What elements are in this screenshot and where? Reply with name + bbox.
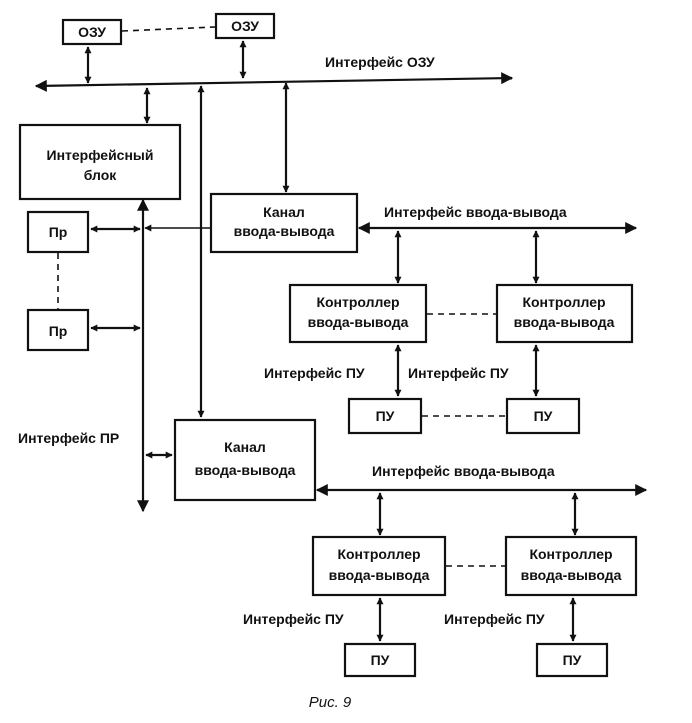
interface-block-line2: блок bbox=[84, 167, 118, 183]
controller-box-3 bbox=[311, 535, 447, 597]
interface-block bbox=[18, 123, 182, 201]
channel2-line2: ввода-вывода bbox=[195, 462, 296, 478]
io-bus-1-label: Интерфейс ввода-вывода bbox=[384, 204, 567, 220]
device-box-4 bbox=[535, 642, 609, 678]
processor-label-1: Пр bbox=[49, 224, 68, 240]
controller4-line2: ввода-вывода bbox=[521, 567, 622, 583]
controller-box-2 bbox=[495, 283, 634, 344]
processor-label-2: Пр bbox=[49, 323, 68, 339]
controller2-line1: Контроллер bbox=[522, 294, 605, 310]
ozu-box-2 bbox=[214, 12, 276, 40]
ozu-label-2: ОЗУ bbox=[231, 18, 259, 34]
device-label-2: ПУ bbox=[534, 408, 553, 424]
device-label-3: ПУ bbox=[371, 652, 390, 668]
controller1-line1: Контроллер bbox=[316, 294, 399, 310]
pu-interface-label-2: Интерфейс ПУ bbox=[408, 365, 509, 381]
ozu-bus-label: Интерфейс ОЗУ bbox=[325, 54, 435, 70]
interface-block-line1: Интерфейсный bbox=[47, 147, 154, 163]
controller3-line2: ввода-вывода bbox=[329, 567, 430, 583]
controller-box-4 bbox=[504, 535, 638, 597]
pu-interface-label-4: Интерфейс ПУ bbox=[444, 611, 545, 627]
pr-interface-label: Интерфейс ПР bbox=[18, 430, 119, 446]
channel1-line2: ввода-вывода bbox=[234, 223, 335, 239]
ozu-dashed-link bbox=[121, 26, 216, 32]
device-box-2 bbox=[505, 397, 581, 435]
controller3-line1: Контроллер bbox=[337, 546, 420, 562]
ozu-bus bbox=[34, 72, 514, 92]
ozu-label-1: ОЗУ bbox=[78, 24, 106, 40]
controller-box-1 bbox=[288, 283, 428, 344]
channel-box-1 bbox=[209, 192, 359, 254]
pu-interface-label-3: Интерфейс ПУ bbox=[243, 611, 344, 627]
channel-box-2 bbox=[173, 418, 317, 502]
device-label-4: ПУ bbox=[563, 652, 582, 668]
figure-caption: Рис. 9 bbox=[309, 694, 352, 711]
pu-interface-label-1: Интерфейс ПУ bbox=[264, 365, 365, 381]
controller4-line1: Контроллер bbox=[529, 546, 612, 562]
device-label-1: ПУ bbox=[376, 408, 395, 424]
processor-box-1 bbox=[26, 210, 90, 254]
processor-box-2 bbox=[26, 308, 90, 352]
io-bus-2-label: Интерфейс ввода-вывода bbox=[372, 463, 555, 479]
device-box-3 bbox=[343, 642, 417, 678]
device-box-1 bbox=[347, 397, 423, 435]
controller2-line2: ввода-вывода bbox=[514, 314, 615, 330]
ozu-box-1 bbox=[61, 18, 123, 46]
channel2-line1: Канал bbox=[224, 439, 266, 455]
controller1-line2: ввода-вывода bbox=[308, 314, 409, 330]
channel1-line1: Канал bbox=[263, 204, 305, 220]
